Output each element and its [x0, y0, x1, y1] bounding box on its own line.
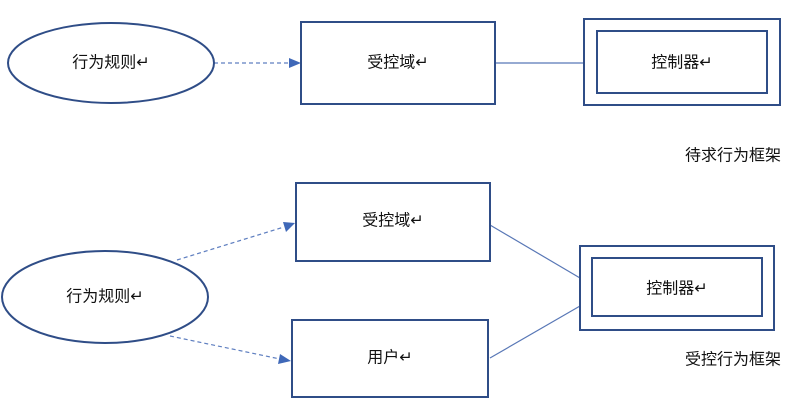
- arrowhead-icon: [289, 58, 301, 68]
- top-domain-label: 受控域↵: [367, 53, 428, 72]
- domain-controller-connector: [489, 224, 581, 279]
- bottom-rule-label: 行为规则↵: [66, 287, 143, 306]
- bottom-controlled-domain-box: [295, 182, 491, 262]
- arrowhead-icon: [283, 222, 295, 232]
- rule-to-domain-dashed-arrow: [176, 226, 285, 261]
- bottom-controller-label: 控制器↵: [646, 279, 707, 298]
- bottom-rule-ellipse: [1, 250, 209, 344]
- bottom-controller-inner-box: [591, 257, 763, 317]
- bottom-domain-label: 受控域↵: [362, 211, 423, 230]
- top-frame-diagram: 行为规则↵ 受控域↵ 控制器↵ 待求行为框架: [7, 18, 781, 165]
- top-rule-label: 行为规则↵: [72, 53, 149, 72]
- top-caption: 待求行为框架: [685, 146, 781, 165]
- rule-to-user-dashed-arrow: [169, 335, 281, 360]
- bottom-user-label: 用户↵: [367, 348, 412, 367]
- top-controller-label: 控制器↵: [651, 53, 712, 72]
- top-controlled-domain-box: [300, 21, 496, 105]
- arrowhead-icon: [278, 354, 291, 364]
- bottom-user-box: [291, 319, 489, 398]
- top-rule-ellipse: [7, 22, 215, 104]
- user-controller-connector: [489, 305, 581, 359]
- top-controller-inner-box: [596, 30, 768, 94]
- bottom-frame-diagram: 行为规则↵ 受控域↵ 用户↵ 控制器↵ 受控行为框架: [1, 182, 781, 398]
- bottom-caption: 受控行为框架: [685, 350, 781, 369]
